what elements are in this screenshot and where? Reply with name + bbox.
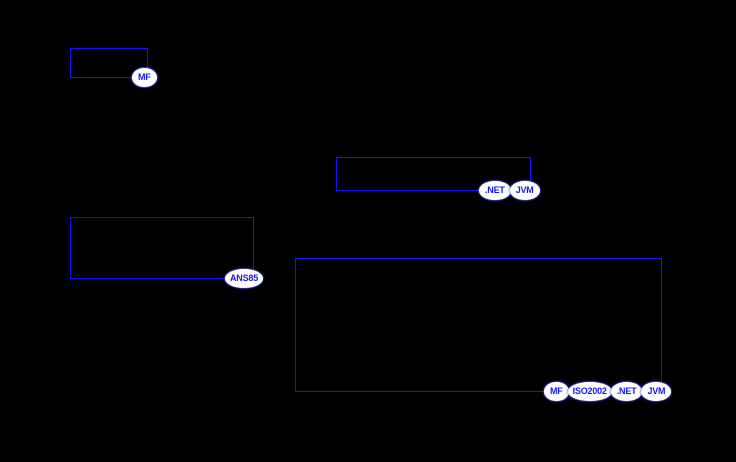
badge-group-1: MF [133, 69, 156, 86]
node-rectangle-2[interactable] [336, 157, 531, 191]
platform-badge[interactable]: JVM [642, 383, 671, 400]
node-rectangle-1[interactable] [70, 48, 148, 78]
platform-badge[interactable]: MF [545, 383, 568, 400]
node-rectangle-4[interactable] [295, 258, 662, 392]
platform-badge[interactable]: ISO2002 [568, 383, 611, 400]
platform-badge[interactable]: JVM [510, 182, 539, 199]
platform-badge[interactable]: .NET [480, 182, 510, 199]
node-rectangle-3[interactable] [70, 217, 254, 279]
platform-badge[interactable]: MF [133, 69, 156, 86]
badge-group-3: ANS85 [226, 270, 263, 287]
platform-badge[interactable]: ANS85 [226, 270, 263, 287]
platform-badge[interactable]: .NET [611, 383, 642, 400]
